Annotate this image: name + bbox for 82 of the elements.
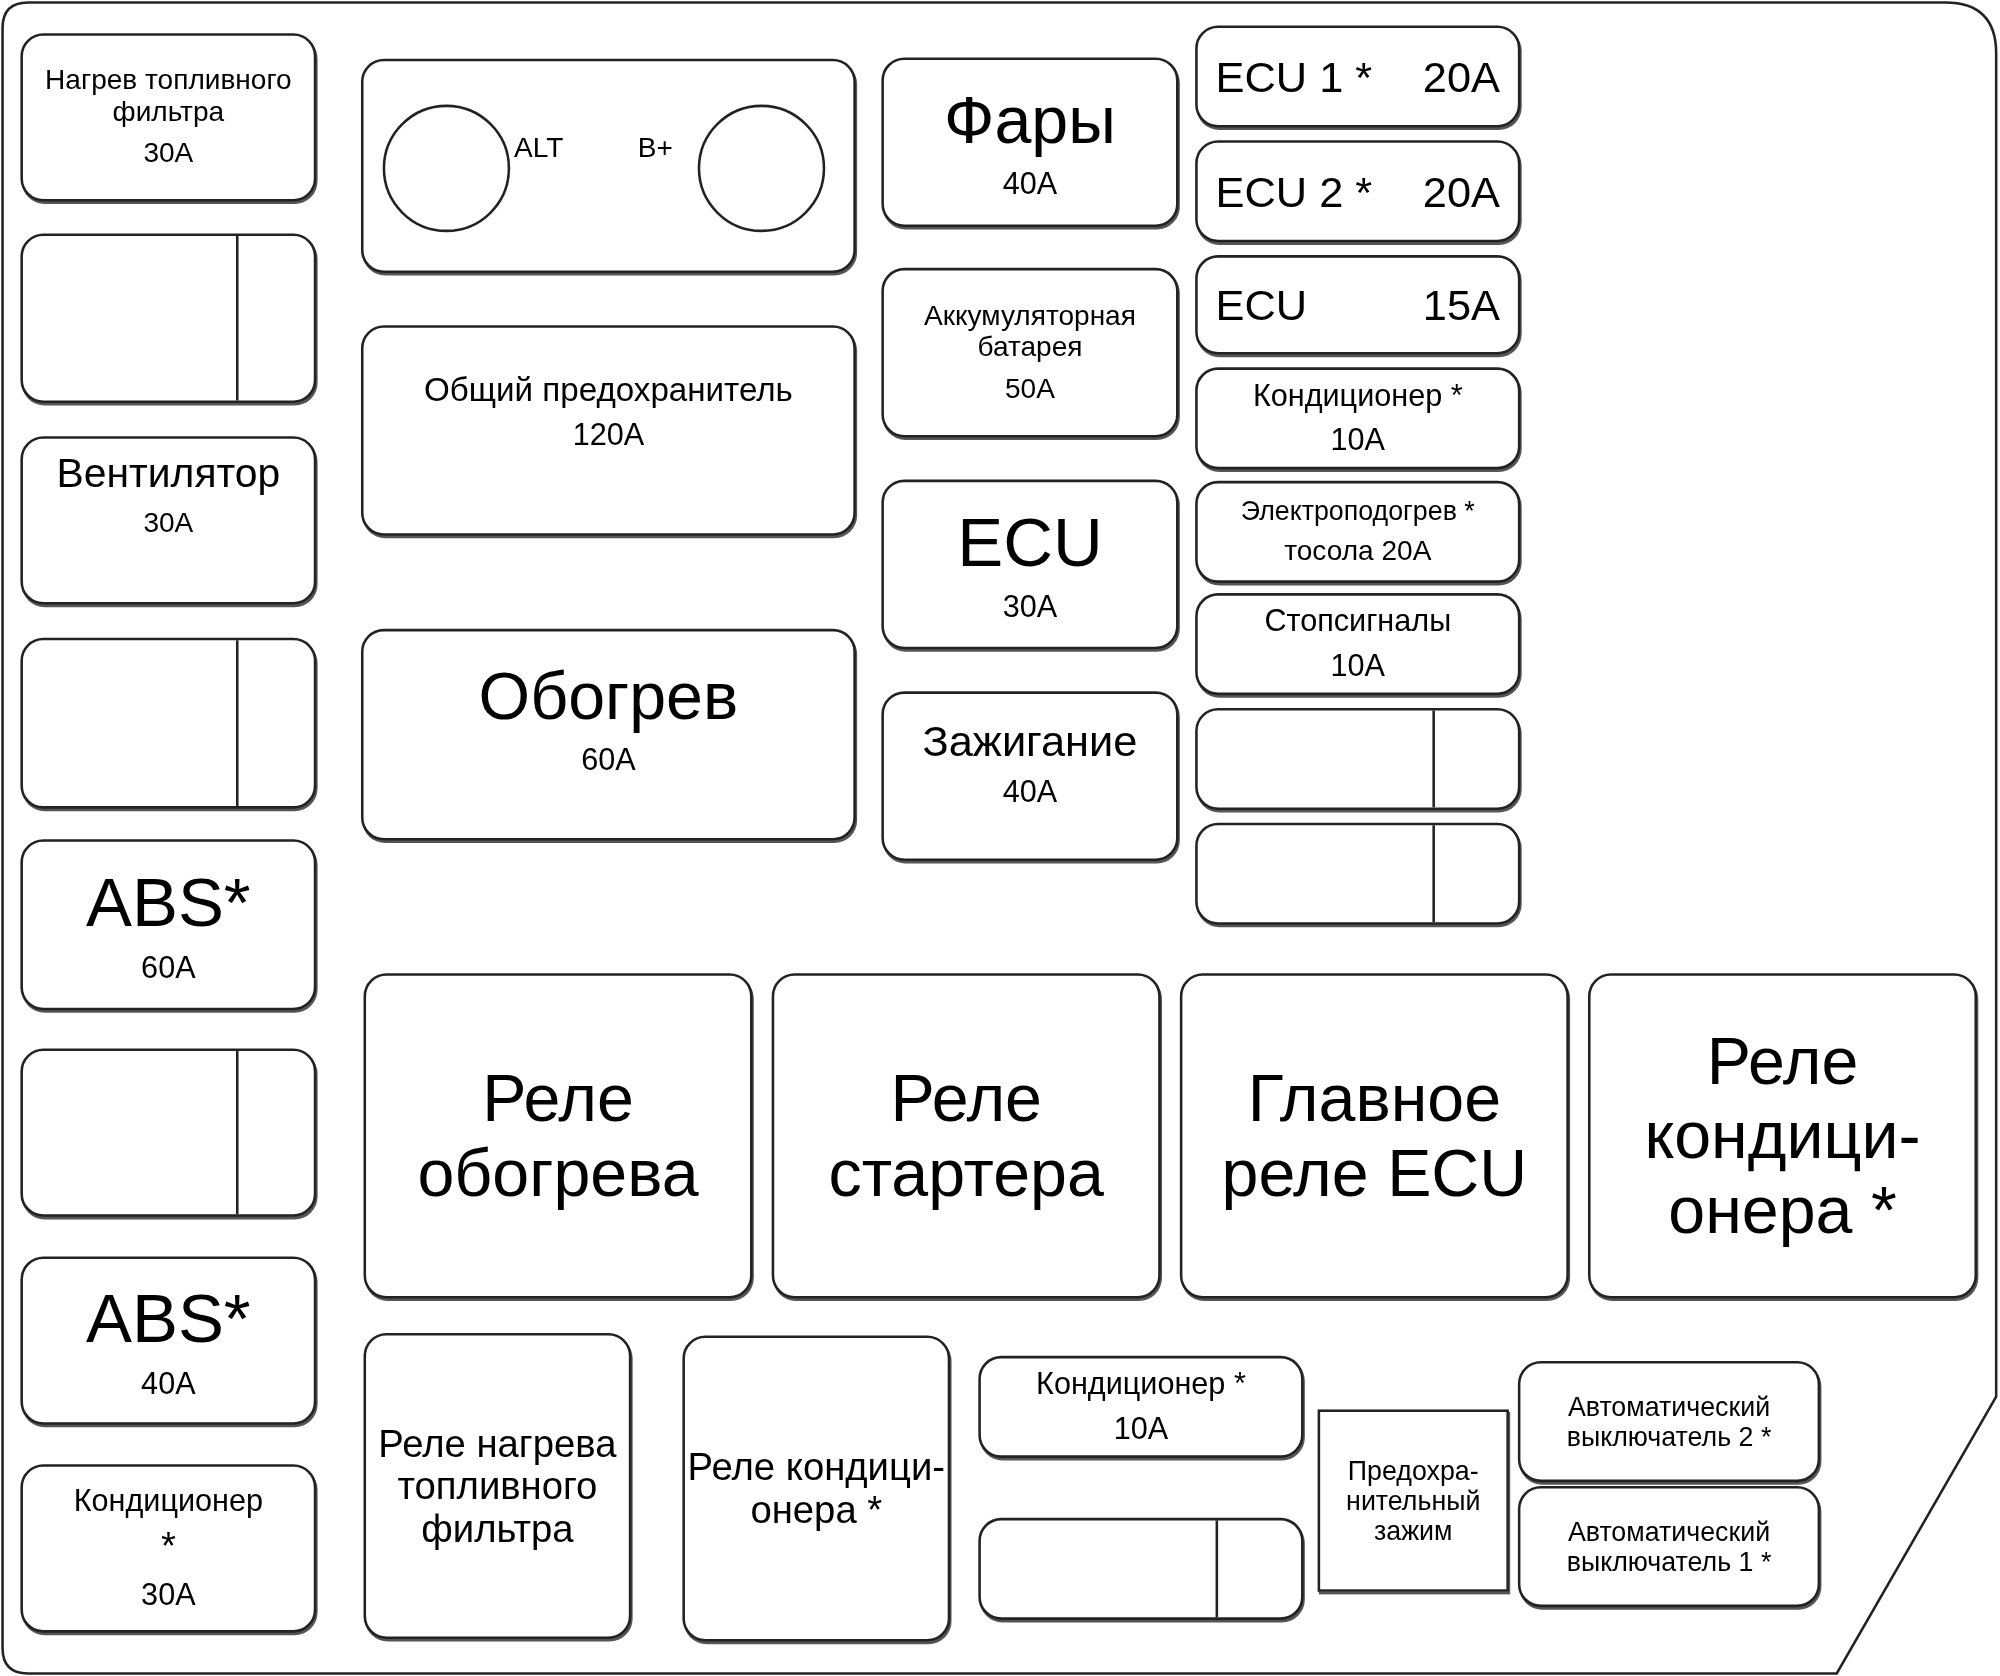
slot-label: ABS* — [86, 863, 251, 942]
amperage-label: 30A — [143, 507, 194, 539]
fuse-slot — [1195, 593, 1521, 696]
slot-label: Реле нагрева топливного фильтра — [377, 1421, 618, 1551]
fuse-slot — [1317, 1409, 1509, 1592]
slot-label: Вентилятор — [56, 451, 281, 497]
fuse-slot — [1517, 1360, 1821, 1483]
slot-label: Автоматический выключатель 2 * — [1565, 1391, 1773, 1452]
amperage-label: 30A — [1002, 590, 1058, 626]
slot-label: Стопсигналы — [1264, 604, 1452, 640]
amperage-label: 40A — [1002, 775, 1058, 810]
amperage-label: 40A — [141, 1367, 196, 1402]
slot-label: ECU — [1215, 280, 1308, 330]
slot-label: ECU 2 * — [1215, 167, 1373, 216]
amperage-label: тосола 20A — [1284, 536, 1432, 568]
amperage-label: 40A — [1002, 167, 1058, 202]
fuse-slot — [881, 267, 1179, 438]
fuse-slot — [20, 1464, 317, 1633]
fuse-slot — [20, 33, 317, 202]
amperage-label: * — [160, 1524, 176, 1568]
amperage-label: 15A — [1422, 280, 1500, 330]
slot-label: Аккумуляторная батарея — [923, 300, 1137, 364]
slot-label: Автоматический выключатель 1 * — [1565, 1516, 1773, 1577]
amperage-label: 10A — [1330, 649, 1385, 684]
amperage-label: 30A — [141, 1577, 196, 1612]
slot-label: Обогрев — [478, 659, 739, 734]
amperage-label: 50A — [1005, 373, 1055, 405]
fuse-slot — [1195, 140, 1521, 243]
slot-label: ABS* — [86, 1279, 251, 1357]
slot-label: Кондиционер — [73, 1485, 264, 1520]
slot-label: Общий предохранитель — [423, 370, 793, 408]
empty-fuse-slot — [20, 637, 317, 809]
relay-slot — [771, 973, 1161, 1299]
empty-fuse-slot — [20, 233, 317, 404]
fuse-slot — [363, 1332, 632, 1640]
slot-label: ALT — [514, 132, 564, 165]
fuse-slot — [881, 57, 1179, 228]
amperage-label: 120A — [572, 417, 645, 453]
relay-slot — [363, 973, 753, 1299]
fuse-slot — [682, 1335, 951, 1642]
empty-fuse-slot — [978, 1517, 1304, 1620]
fuse-slot — [1517, 1485, 1821, 1608]
amperage-label: 10A — [1113, 1412, 1169, 1447]
fuse-slot — [20, 839, 317, 1011]
fuse-slot — [360, 628, 856, 841]
relay-slot — [1179, 973, 1569, 1299]
slot-label: Главное реле ECU — [1220, 1061, 1529, 1211]
amperage-label: 20A — [1422, 167, 1500, 216]
fuse-slot — [978, 1355, 1304, 1458]
terminal-block — [360, 58, 856, 273]
slot-label: Реле стартера — [827, 1061, 1105, 1211]
fuse-slot — [360, 325, 856, 536]
fuse-slot — [881, 479, 1179, 650]
slot-label: Кондиционер * — [1252, 379, 1463, 414]
fuse-slot — [1195, 255, 1521, 355]
fuse-slot — [20, 1256, 317, 1425]
slot-label: Зажигание — [922, 716, 1138, 766]
fuse-slot — [1195, 25, 1521, 128]
amperage-label: 60A — [581, 743, 636, 779]
amperage-label: 60A — [141, 951, 196, 986]
fuse-slot — [881, 691, 1179, 861]
slot-label: Нагрев топливного фильтра — [44, 65, 293, 128]
empty-fuse-slot — [1195, 822, 1521, 925]
fuse-slot — [1195, 480, 1521, 583]
empty-fuse-slot — [1195, 707, 1521, 810]
fuse-slot — [1195, 367, 1521, 470]
slot-label: Электроподогрев * — [1240, 496, 1475, 527]
empty-fuse-slot — [20, 1048, 317, 1217]
fuse-slot — [20, 436, 317, 605]
amperage-label: 20A — [1422, 52, 1500, 101]
slot-label: Предохра- нительный зажим — [1345, 1455, 1482, 1546]
slot-label: Реле кондици- онера * — [686, 1445, 947, 1532]
slot-label: Кондиционер * — [1036, 1367, 1246, 1402]
slot-label: ECU — [957, 503, 1103, 581]
slot-label: ECU 1 * — [1215, 52, 1373, 101]
slot-label: B+ — [637, 132, 673, 165]
amperage-label: 30A — [143, 138, 194, 170]
slot-label: Реле обогрева — [416, 1061, 700, 1211]
slot-label: Фары — [944, 82, 1116, 158]
slot-label: Реле кондици- онера * — [1643, 1024, 1922, 1248]
amperage-label: 10A — [1330, 423, 1385, 458]
relay-slot — [1588, 973, 1978, 1299]
